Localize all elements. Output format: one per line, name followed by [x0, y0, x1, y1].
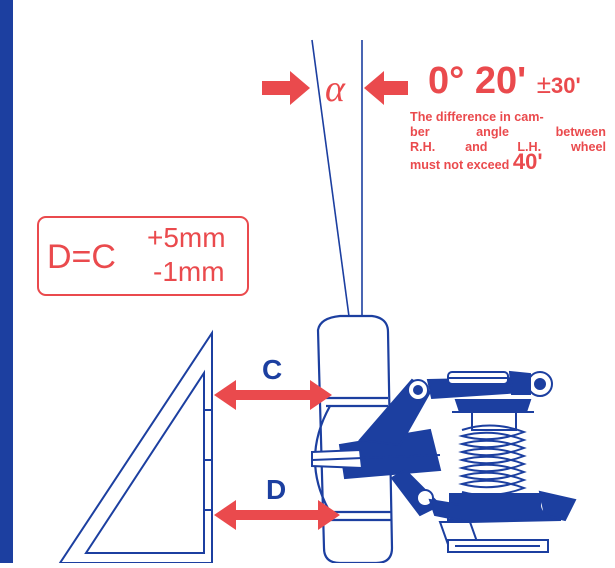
note-line-2: ber angle between	[410, 125, 606, 139]
camber-tolerance: 30'	[551, 73, 581, 98]
tire	[314, 314, 394, 565]
arrow-right-icon	[262, 71, 310, 105]
formula-box: D=C +5mm -1mm	[37, 216, 249, 296]
note-max-difference: 40'	[512, 149, 543, 174]
arrow-left-icon	[364, 71, 408, 105]
dimension-c-arrow	[214, 380, 332, 410]
set-square	[58, 329, 213, 564]
upper-control-arm	[426, 370, 553, 400]
left-border-strip	[0, 0, 13, 563]
dimension-d-arrow	[214, 500, 340, 530]
hub-knuckle	[311, 378, 442, 517]
alpha-symbol: α	[325, 68, 346, 110]
formula-upper-tolerance: +5mm	[147, 222, 226, 253]
note-line-4: must not exceed	[410, 158, 510, 172]
camber-difference-note: The difference in cam- ber angle between…	[410, 110, 606, 173]
note-line-3: R.H. and L.H. wheel	[410, 140, 606, 154]
note-line-1: The difference in cam-	[410, 110, 544, 124]
camber-spec: 0° 20' ±30'	[428, 60, 581, 103]
formula-base: D=C	[47, 238, 116, 276]
lower-control-arm	[428, 490, 577, 553]
camber-angle-value: 0° 20'	[428, 60, 527, 102]
formula-lower-tolerance: -1mm	[153, 256, 225, 287]
dimension-d-label: D	[266, 474, 287, 505]
coil-spring	[447, 399, 543, 521]
camber-angle-arrows	[262, 71, 408, 105]
plusminus-sign: ±	[536, 69, 552, 99]
dimension-c-label: C	[262, 354, 283, 385]
